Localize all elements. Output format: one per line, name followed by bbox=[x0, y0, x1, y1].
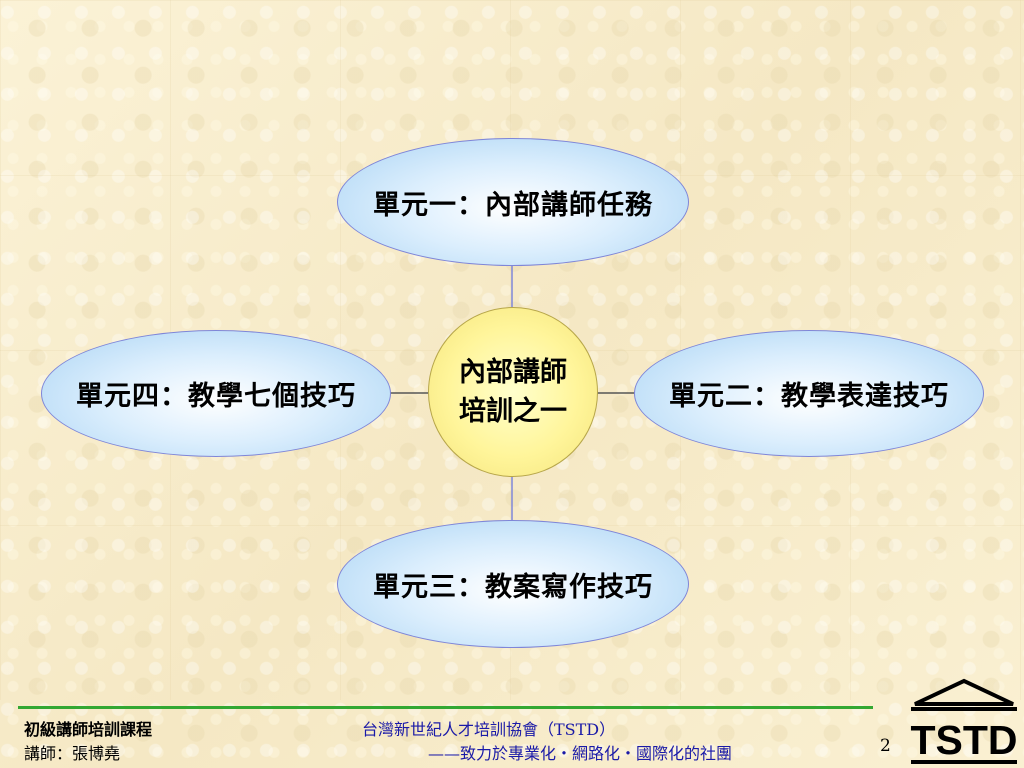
unit-four-label: 單元四：教學七個技巧 bbox=[76, 381, 356, 412]
footer-course: 初級講師培訓課程 bbox=[24, 720, 153, 739]
unit-two-ellipse[interactable]: 單元二：教學表達技巧 bbox=[634, 330, 984, 457]
page-number: 2 bbox=[880, 736, 891, 756]
tstd-logo: TSTD bbox=[910, 678, 1018, 764]
unit-one-ellipse[interactable]: 單元一：內部講師任務 bbox=[337, 138, 689, 266]
center-label-line2: 培訓之一 bbox=[459, 396, 567, 427]
footer-instructor: 講師：張博堯 bbox=[24, 744, 121, 763]
logo-text: TSTD bbox=[910, 717, 1017, 763]
center-label-line1: 內部講師 bbox=[459, 357, 567, 388]
unit-two-label: 單元二：教學表達技巧 bbox=[669, 381, 949, 412]
footer-divider bbox=[18, 706, 873, 709]
unit-three-label: 單元三：教案寫作技巧 bbox=[373, 571, 653, 603]
unit-one-label: 單元一：內部講師任務 bbox=[373, 189, 653, 221]
unit-three-ellipse[interactable]: 單元三：教案寫作技巧 bbox=[337, 520, 689, 648]
footer-slogan: ——致力於專業化‧網路化‧國際化的社團 bbox=[428, 744, 733, 763]
center-circle[interactable]: 內部講師 培訓之一 bbox=[428, 307, 598, 477]
footer-org: 台灣新世紀人才培訓協會（TSTD） bbox=[362, 720, 616, 739]
unit-four-ellipse[interactable]: 單元四：教學七個技巧 bbox=[41, 330, 391, 457]
